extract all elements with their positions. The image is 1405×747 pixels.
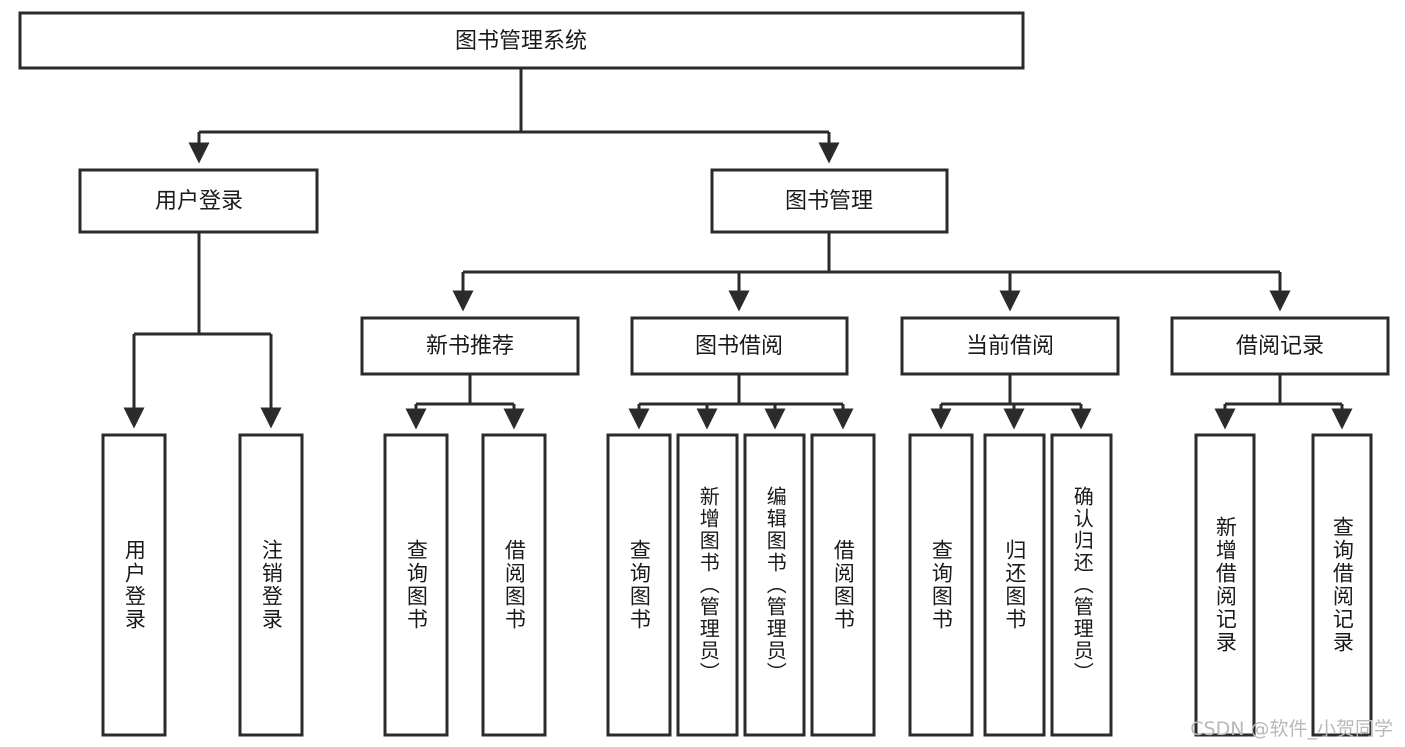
node-leaf-edit-book-admin[interactable] [743,433,806,737]
node-leaf-add-book-admin[interactable] [676,433,739,737]
node-leaf-query-book-1[interactable] [383,433,449,737]
node-leaf-return-book[interactable] [983,433,1046,737]
connector-root-to-level2 [188,68,840,164]
node-root[interactable]: 图书管理系统 [18,11,1025,70]
connector-borrow-record-children [1214,374,1353,430]
node-leaf-add-borrow-record[interactable] [1194,433,1256,737]
node-new-book-recommend-label: 新书推荐 [426,334,514,359]
node-book-borrow[interactable]: 图书借阅 [630,316,849,376]
node-leaf-user-login[interactable] [101,433,167,737]
node-leaf-logout[interactable] [238,433,304,737]
node-new-book-recommend[interactable]: 新书推荐 [360,316,580,376]
node-borrow-record-label: 借阅记录 [1236,334,1324,359]
connector-new-book-recommend-children [405,374,525,430]
connector-current-borrow-children [930,374,1092,430]
watermark-text: CSDN @软件_小贺同学 [1190,718,1393,740]
connector-book-borrow-children [628,374,854,430]
node-current-borrow-label: 当前借阅 [966,334,1054,359]
node-book-manage-label: 图书管理 [785,189,873,214]
node-leaf-borrow-book-2[interactable] [810,433,876,737]
node-user-login[interactable]: 用户登录 [78,168,319,234]
node-borrow-record[interactable]: 借阅记录 [1170,316,1390,376]
node-book-borrow-label: 图书借阅 [695,334,783,359]
node-leaf-query-book-3[interactable] [908,433,974,737]
connector-user-login-children [123,232,282,429]
node-leaf-borrow-book-1[interactable] [481,433,547,737]
connector-book-manage-children [452,232,1291,312]
node-leaf-query-book-2[interactable] [606,433,672,737]
node-root-label: 图书管理系统 [455,29,587,54]
node-user-login-label: 用户登录 [155,189,243,214]
node-current-borrow[interactable]: 当前借阅 [900,316,1120,376]
node-leaf-confirm-return-admin[interactable] [1050,433,1113,737]
node-book-manage[interactable]: 图书管理 [710,168,949,234]
node-leaf-query-borrow-record[interactable] [1311,433,1373,737]
